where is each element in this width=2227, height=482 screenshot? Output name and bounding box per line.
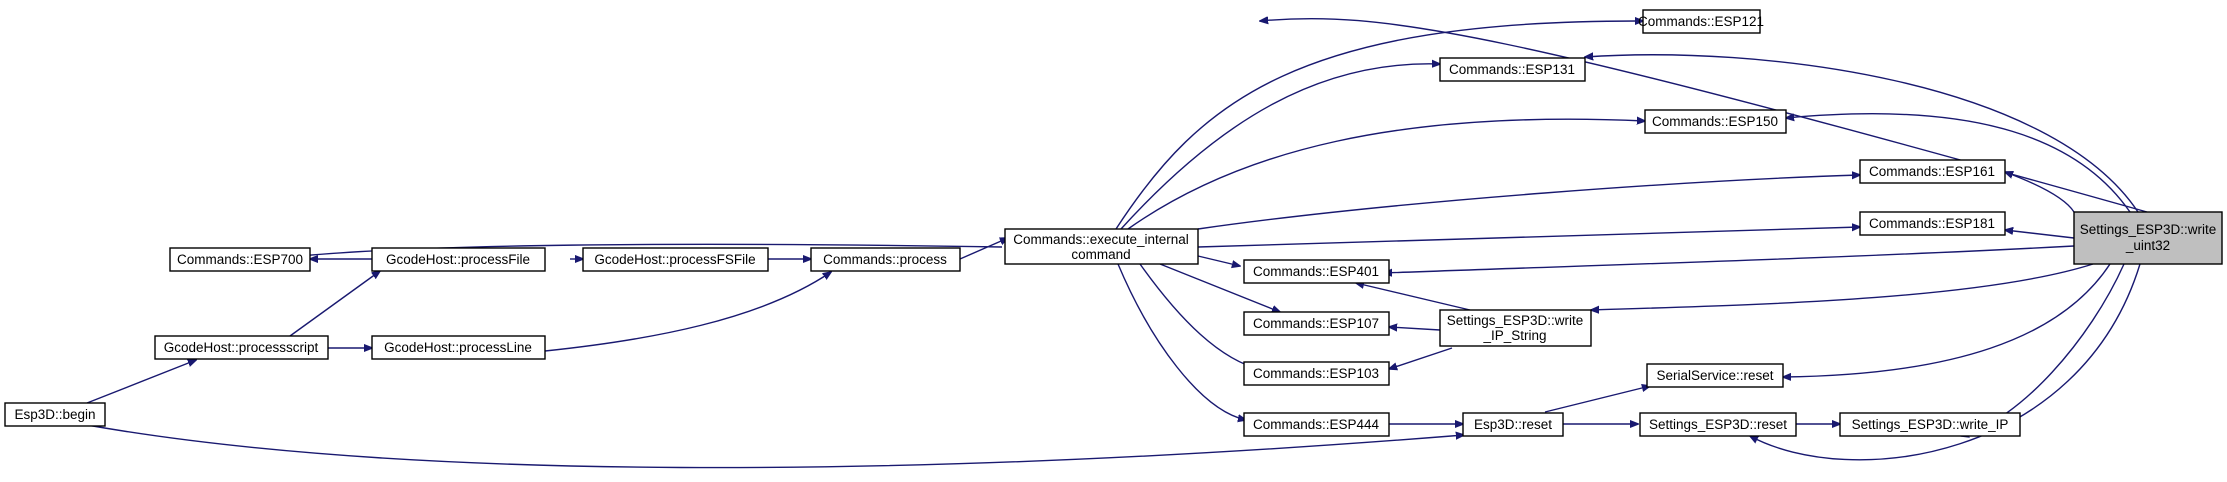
node-label: GcodeHost::processscript xyxy=(164,340,319,355)
node-label: Settings_ESP3D::write xyxy=(2080,222,2217,237)
node-settings-esp3d-write-ip-string[interactable]: Settings_ESP3D::write _IP_String xyxy=(1439,309,1592,347)
node-commands-process[interactable]: Commands::process xyxy=(810,247,961,272)
node-gcodehost-processfile[interactable]: GcodeHost::processFile xyxy=(371,247,546,272)
edges xyxy=(86,19,2148,469)
edge-begin-to-esp3dreset xyxy=(86,424,1464,469)
node-serialservice-reset[interactable]: SerialService::reset xyxy=(1646,363,1784,388)
edge-process-to-execinternal xyxy=(959,238,1008,260)
node-label: Commands::ESP131 xyxy=(1449,62,1575,77)
edge-execinternal-to-esp161 xyxy=(1197,175,1860,230)
node-commands-esp150[interactable]: Commands::ESP150 xyxy=(1644,109,1787,134)
node-gcodehost-processline[interactable]: GcodeHost::processLine xyxy=(371,335,546,360)
node-esp3d-begin[interactable]: Esp3D::begin xyxy=(4,402,106,427)
edge-esp103-to-writeipstring xyxy=(1389,347,1453,369)
node-label: GcodeHost::processFSFile xyxy=(594,252,755,267)
node-commands-esp121[interactable]: Commands::ESP121 xyxy=(1638,9,1764,34)
edge-processline-to-process xyxy=(544,272,831,352)
node-label-line2: _uint32 xyxy=(2125,238,2170,253)
edge-settingsreset-to-writeuint32 xyxy=(1750,263,2141,461)
edge-execinternal-to-esp121 xyxy=(1115,21,1643,230)
edge-esp150-to-writeuint32 xyxy=(1786,114,2131,213)
edge-esp121-to-writeuint32 xyxy=(1260,19,2148,213)
node-label: Settings_ESP3D::reset xyxy=(1649,417,1787,432)
node-label: Commands::ESP181 xyxy=(1869,216,1995,231)
node-esp3d-reset[interactable]: Esp3D::reset xyxy=(1462,412,1564,437)
edge-esp131-to-writeuint32 xyxy=(1585,55,2139,213)
node-label: Commands::ESP107 xyxy=(1253,316,1379,331)
node-settings-esp3d-write-ip[interactable]: Settings_ESP3D::write_IP xyxy=(1839,412,2021,437)
node-label: SerialService::reset xyxy=(1656,368,1773,383)
node-label: Commands::ESP401 xyxy=(1253,264,1379,279)
edge-esp107-to-writeipstring xyxy=(1389,327,1441,330)
edge-esp3dreset-to-serialreset xyxy=(1544,386,1650,413)
node-commands-execute-internal-command[interactable]: Commands::execute_internal command xyxy=(1004,228,1199,265)
node-label: Commands::ESP700 xyxy=(177,252,303,267)
edge-esp181-to-writeuint32 xyxy=(2005,230,2075,239)
edge-begin-to-processscript xyxy=(86,360,196,404)
edge-writeipstring-to-writeuint32 xyxy=(1591,263,2094,310)
edge-execinternal-to-esp401 xyxy=(1197,255,1240,266)
node-label: Commands::process xyxy=(823,252,947,267)
edge-execinternal-to-esp700 xyxy=(273,243,1003,259)
node-label: Settings_ESP3D::write xyxy=(1447,313,1584,328)
node-gcodehost-processfsfile[interactable]: GcodeHost::processFSFile xyxy=(582,247,769,272)
edge-esp401-to-writeuint32 xyxy=(1384,245,2075,273)
node-commands-esp700[interactable]: Commands::ESP700 xyxy=(169,247,311,272)
node-commands-esp181[interactable]: Commands::ESP181 xyxy=(1859,211,2006,236)
node-label: Settings_ESP3D::write_IP xyxy=(1852,417,2009,432)
node-label-line2: command xyxy=(1071,247,1130,262)
edge-execinternal-to-esp181 xyxy=(1197,227,1860,248)
edge-execinternal-to-esp131 xyxy=(1120,64,1440,230)
edge-esp161-to-writeuint32 xyxy=(2005,172,2075,213)
edge-execinternal-to-esp107 xyxy=(1159,263,1280,312)
node-settings-esp3d-reset[interactable]: Settings_ESP3D::reset xyxy=(1639,412,1797,437)
node-commands-esp444[interactable]: Commands::ESP444 xyxy=(1243,412,1390,437)
node-commands-esp401[interactable]: Commands::ESP401 xyxy=(1243,259,1390,284)
node-label: Commands::ESP103 xyxy=(1253,366,1379,381)
node-label: Commands::ESP161 xyxy=(1869,164,1995,179)
node-label: Commands::ESP444 xyxy=(1253,417,1380,432)
node-label: GcodeHost::processFile xyxy=(386,252,530,267)
node-label: Commands::ESP121 xyxy=(1638,14,1764,29)
node-commands-esp131[interactable]: Commands::ESP131 xyxy=(1439,57,1586,82)
edge-processscript-to-processfile xyxy=(289,271,380,337)
edge-esp401-to-writeipstring xyxy=(1356,283,1471,311)
node-commands-esp107[interactable]: Commands::ESP107 xyxy=(1243,311,1390,336)
node-commands-esp103[interactable]: Commands::ESP103 xyxy=(1243,361,1390,386)
node-gcodehost-processscript[interactable]: GcodeHost::processscript xyxy=(154,335,329,360)
node-label: Commands::execute_internal xyxy=(1013,232,1189,247)
edge-execinternal-to-esp150 xyxy=(1127,119,1645,230)
node-label: Esp3D::begin xyxy=(14,407,95,422)
node-commands-esp161[interactable]: Commands::ESP161 xyxy=(1859,159,2006,184)
node-label: GcodeHost::processLine xyxy=(384,340,532,355)
node-label: Esp3D::reset xyxy=(1474,417,1552,432)
edge-serialreset-to-writeuint32 xyxy=(1783,263,2111,377)
node-settings-esp3d-write-uint32[interactable]: Settings_ESP3D::write _uint32 xyxy=(2073,211,2223,265)
edge-execinternal-to-esp444 xyxy=(1117,263,1246,420)
node-label: Commands::ESP150 xyxy=(1652,114,1778,129)
node-label-line2: _IP_String xyxy=(1482,328,1546,343)
